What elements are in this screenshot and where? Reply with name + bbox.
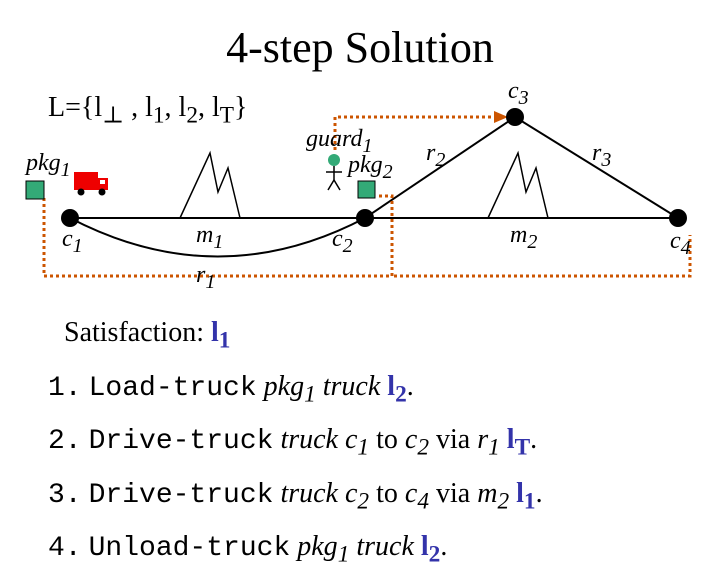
lset-l2: l bbox=[178, 92, 187, 123]
lset-suffix: } bbox=[234, 92, 248, 123]
label-r2: r2 bbox=[426, 140, 446, 171]
solution-steps: Satisfaction: l1 1. Load-truck pkg1 truc… bbox=[48, 310, 543, 578]
truck-icon bbox=[74, 172, 108, 196]
label-c3: c3 bbox=[508, 78, 529, 109]
node-c1 bbox=[61, 209, 79, 227]
package-icon bbox=[357, 180, 376, 199]
road-r2 bbox=[364, 116, 516, 219]
label-pkg1: pkg1 bbox=[26, 150, 71, 181]
label-c4: c4 bbox=[670, 228, 691, 259]
lset-l2-sub: 2 bbox=[186, 102, 198, 129]
label-m1: m1 bbox=[196, 222, 224, 253]
label-r3: r3 bbox=[592, 140, 612, 171]
lset-prefix: L={ bbox=[48, 92, 95, 123]
mountain-icon bbox=[179, 150, 241, 219]
node-c4 bbox=[669, 209, 687, 227]
node-c2 bbox=[356, 209, 374, 227]
road-r3 bbox=[514, 116, 679, 219]
road-map-diagram bbox=[25, 108, 692, 278]
node-c3 bbox=[506, 108, 524, 126]
guard-icon bbox=[326, 154, 342, 191]
lset-lT-sub: T bbox=[219, 102, 235, 129]
lset-bot-sym: ⊥ bbox=[102, 102, 125, 129]
page-title: 4-step Solution bbox=[226, 23, 494, 72]
lset-l1: l bbox=[145, 92, 153, 123]
label-m2: m2 bbox=[510, 222, 538, 253]
lset-l1-sub: 1 bbox=[152, 102, 165, 129]
mountain-icon bbox=[487, 150, 549, 219]
step-2: 2. Drive-truck truck c1 to c2 via r1 lT. bbox=[48, 424, 538, 461]
step-1: 1. Load-truck pkg1 truck l2. bbox=[48, 370, 414, 408]
road-r1 bbox=[69, 217, 366, 258]
location-set: L={l⊥ , l1, l2, lT} bbox=[48, 92, 247, 130]
lset-sep3: , bbox=[197, 92, 212, 123]
step-3: 3. Drive-truck truck c2 to c4 via m2 l1. bbox=[48, 477, 543, 515]
label-c2: c2 bbox=[332, 226, 353, 257]
package-icon bbox=[25, 180, 45, 200]
step-4: 4. Unload-truck pkg1 truck l2. bbox=[48, 531, 448, 568]
lset-l-bot: l bbox=[94, 92, 103, 123]
lset-sep1: , bbox=[124, 92, 146, 123]
label-r1: r1 bbox=[196, 262, 216, 293]
satisfaction-line: Satisfaction: l1 bbox=[64, 317, 231, 354]
plan-path-left bbox=[42, 194, 394, 278]
lset-lT: l bbox=[211, 92, 220, 123]
lset-sep2: , bbox=[164, 92, 179, 123]
arrow-head-icon bbox=[494, 111, 508, 123]
label-pkg2: pkg2 bbox=[348, 152, 393, 183]
label-c1: c1 bbox=[62, 226, 83, 257]
plan-path-guard bbox=[333, 115, 496, 150]
label-guard1: guard1 bbox=[306, 126, 373, 157]
plan-path-right bbox=[394, 235, 692, 278]
